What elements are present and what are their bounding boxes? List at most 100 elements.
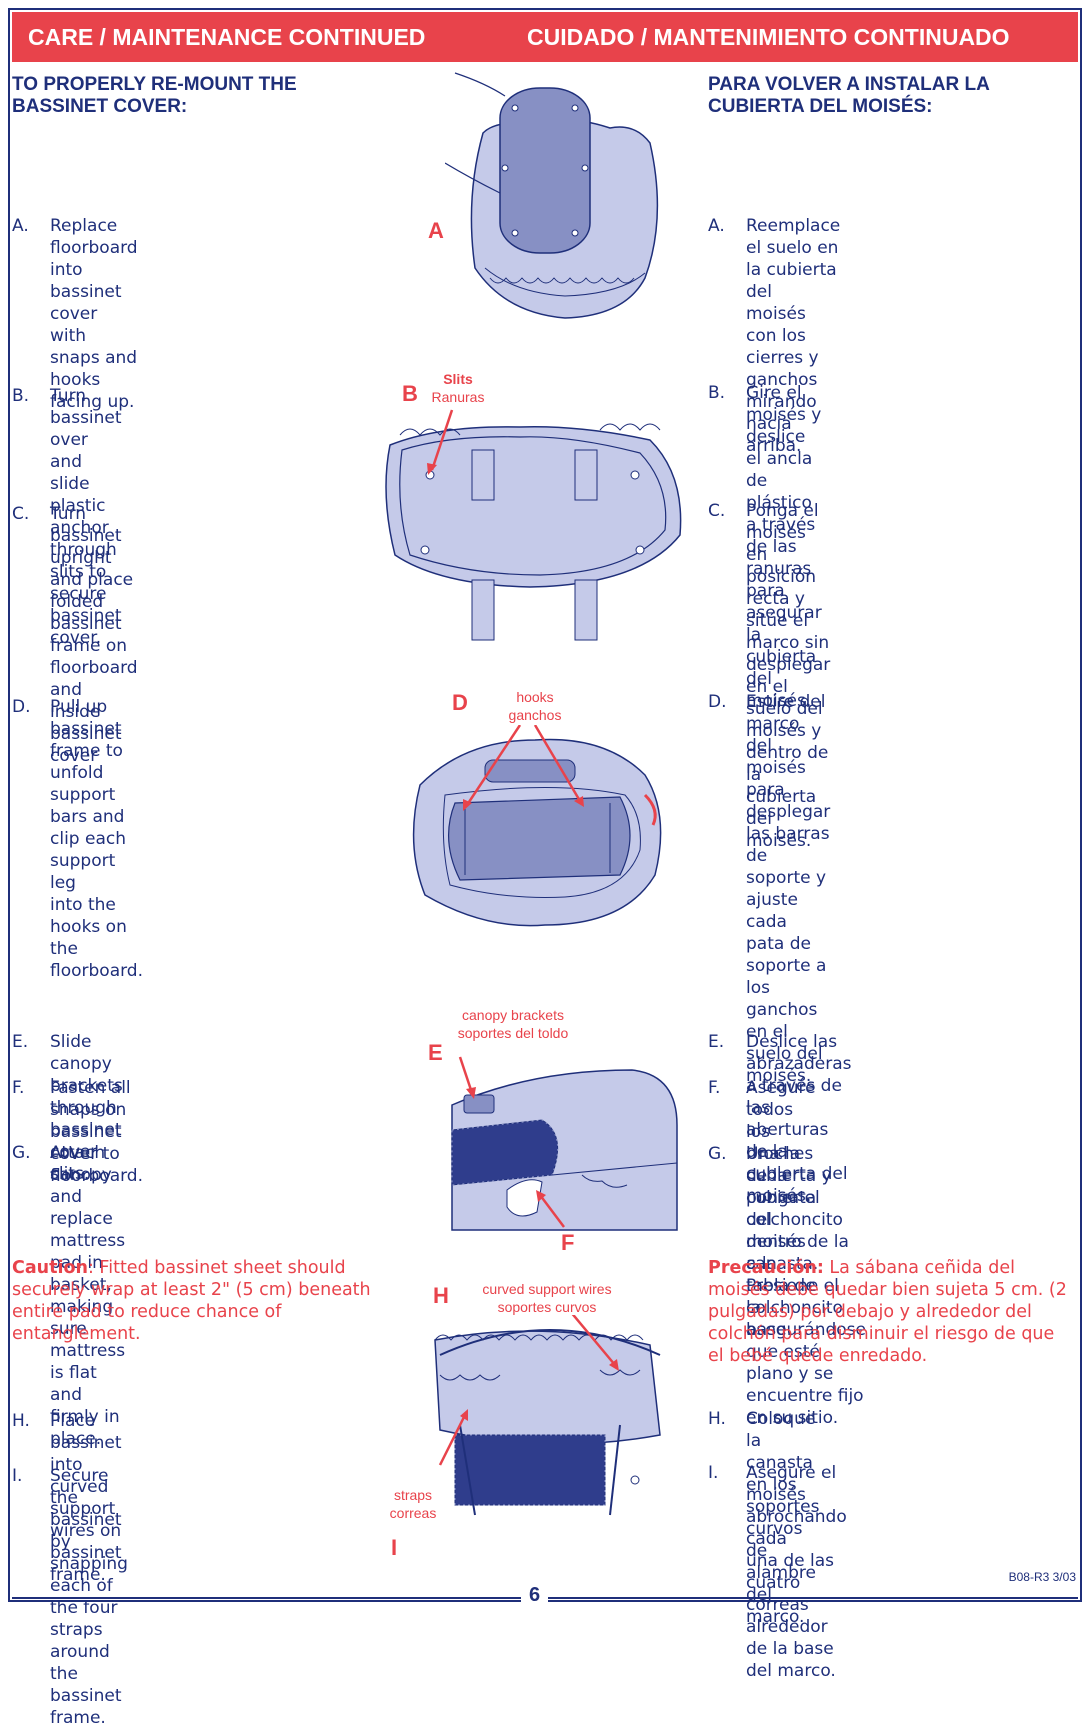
step-line: Fasten all snaps on bassinet cover to bbox=[50, 1078, 131, 1164]
step-line: mirando hacia arriba. bbox=[746, 392, 817, 456]
caution-line: La sábana ceñida del bbox=[823, 1258, 1015, 1278]
step-line: de la base del marco. bbox=[746, 1639, 836, 1681]
figure-d-letter: D bbox=[452, 690, 468, 715]
caution-label: Precaución: bbox=[708, 1258, 824, 1278]
step-line: Turn bassinet over and slide plastic bbox=[50, 386, 122, 516]
figure-b-callout: Slits Ranuras bbox=[428, 370, 488, 406]
caution-line: colchón para disminuir el riesgo de que bbox=[708, 1324, 1055, 1344]
figure-a-floorboard-illustration bbox=[445, 72, 659, 319]
step-line: aberturas de la cubierta del moisés. bbox=[746, 1120, 848, 1206]
step-letter: F. bbox=[12, 1078, 25, 1098]
step-letter: I. bbox=[708, 1463, 719, 1483]
step-letter: G. bbox=[708, 1144, 727, 1164]
straps-label: straps bbox=[393, 1487, 433, 1503]
step-line: colchoncito asegurándose que esté bbox=[746, 1298, 866, 1362]
figure-ef-canopy-illustration bbox=[451, 1056, 678, 1231]
step-line: support bars and clip each support leg bbox=[50, 785, 126, 893]
section-header-banner: CARE / MAINTENANCE CONTINUED CUIDADO / M… bbox=[12, 12, 1078, 62]
step-letter: B. bbox=[12, 386, 30, 406]
step-line: floorboard. bbox=[50, 1166, 143, 1186]
step-letter: H. bbox=[12, 1411, 30, 1431]
step-letter: G. bbox=[12, 1143, 31, 1163]
step-letter: A. bbox=[12, 216, 29, 236]
step-letter: A. bbox=[708, 216, 725, 236]
step-line: Secure the bassinet by bbox=[50, 1466, 122, 1552]
step-letter: H. bbox=[708, 1409, 726, 1429]
ranuras-label: Ranuras bbox=[431, 389, 485, 405]
right-caution: Precaución: La sábana ceñida del moisés … bbox=[708, 1257, 1067, 1367]
step-line: pad in basket, making sure mattress bbox=[50, 1253, 126, 1361]
figure-d-bassinet-frame-illustration bbox=[412, 725, 662, 927]
caution-line: securely wrap at least 2" (5 cm) beneath bbox=[12, 1280, 371, 1300]
figure-h-letter: H bbox=[433, 1283, 449, 1308]
ganchos-label: ganchos bbox=[508, 707, 562, 723]
step-letter: E. bbox=[708, 1032, 725, 1052]
step-line: Replace floorboard into bassinet cover bbox=[50, 216, 138, 324]
step-line: Estire del marco del moisés para bbox=[746, 692, 826, 800]
step-line: Place bassinet into curved bbox=[50, 1411, 122, 1497]
caution-line: moisés debe quedar bien sujeta 5 cm. (2 bbox=[708, 1280, 1067, 1300]
step-letter: D. bbox=[12, 697, 31, 717]
step-line: Turn bassinet upright and place bbox=[50, 504, 134, 590]
curved-support-wires-label: curved support wires bbox=[482, 1281, 612, 1297]
step-line: cubierta del moisés. bbox=[746, 787, 817, 851]
step-line: desplegar las barras de soporte y bbox=[746, 802, 831, 888]
correas-label: correas bbox=[389, 1505, 437, 1521]
step-line: support wires on bassinet frame. bbox=[50, 1499, 122, 1585]
step-letter: D. bbox=[708, 692, 727, 712]
figure-d-callout: hooks ganchos bbox=[500, 688, 570, 724]
figure-a-letter: A bbox=[428, 218, 444, 243]
step-line: and inside bassinet cover bbox=[50, 680, 122, 766]
step-letter: I. bbox=[12, 1466, 23, 1486]
caution-line: pulgadas) por debajo y alrededor del bbox=[708, 1302, 1032, 1322]
figure-i-callout: straps correas bbox=[386, 1486, 440, 1522]
step-line: Deslice las abrazaderas a través de las bbox=[746, 1032, 852, 1118]
step-letter: B. bbox=[708, 383, 726, 403]
step-line: with snaps and hooks facing up. bbox=[50, 326, 138, 412]
step-line: cubierta del moisés a la tabla de la bbox=[746, 1188, 817, 1318]
step-line: asegurar la cubierta del moisés. bbox=[746, 603, 822, 711]
step-line: Una la cubierta y ponga el colchoncito bbox=[746, 1144, 843, 1230]
caution-line: el bebé quede enredado. bbox=[708, 1346, 928, 1366]
figure-hi-bassinet-frame-illustration bbox=[434, 1315, 661, 1516]
left-heading: TO PROPERLY RE-MOUNT THE BASSINET COVER: bbox=[12, 74, 297, 118]
step-letter: F. bbox=[708, 1078, 721, 1098]
right-heading-line-1: PARA VOLVER A INSTALAR LA bbox=[708, 74, 990, 95]
figure-b-bassinet-underside-illustration bbox=[385, 409, 682, 641]
hooks-label: hooks bbox=[516, 689, 554, 705]
step-letter: E. bbox=[12, 1032, 29, 1052]
caution-label: Caution bbox=[12, 1258, 88, 1278]
figure-f-letter: F bbox=[561, 1230, 575, 1255]
step-line: suelo del moisés y dentro de la bbox=[746, 699, 829, 785]
step-line: Slide canopy brackets through bassinet bbox=[50, 1032, 123, 1140]
header-title-spanish: CUIDADO / MANTENIMIENTO CONTINUADO bbox=[527, 24, 1010, 50]
left-caution: Caution: Fitted bassinet sheet should se… bbox=[12, 1257, 371, 1345]
figure-e-letter: E bbox=[428, 1040, 443, 1065]
step-line: Gire el moisés y deslice el ancla de bbox=[746, 383, 822, 491]
step-line: dentro de la canasta. Presione el bbox=[746, 1232, 849, 1296]
step-line: moisés con los cierres y ganchos bbox=[746, 304, 819, 390]
canopy-brackets-label: canopy brackets bbox=[462, 1007, 564, 1023]
page-number: 6 bbox=[521, 1584, 549, 1607]
step-line: cover. bbox=[50, 628, 102, 648]
figure-b-letter: B bbox=[402, 381, 418, 406]
step-line: around the bassinet frame. bbox=[50, 1642, 122, 1728]
step-line: Asegure el moisés abrochando cada bbox=[746, 1463, 847, 1549]
step-line: sitúe el marco sin desplegar en el bbox=[746, 611, 831, 697]
right-heading-line-2: CUBIERTA DEL MOISÉS: bbox=[708, 96, 933, 117]
document-code: B08-R3 3/03 bbox=[1008, 1570, 1076, 1584]
left-heading-line-2: BASSINET COVER: bbox=[12, 96, 188, 117]
step-line: ajuste cada pata de soporte a los bbox=[746, 890, 827, 998]
header-title-english: CARE / MAINTENANCE CONTINUED bbox=[28, 24, 426, 50]
step-line: cover slits. bbox=[50, 1142, 98, 1184]
step-line: is flat and firmly in place. bbox=[50, 1363, 120, 1449]
step-line: anchor through slits to secure bassinet bbox=[50, 518, 122, 626]
step-line: plano y se encuentre fijo en su sitio. bbox=[746, 1364, 864, 1428]
step-line: base. bbox=[746, 1320, 792, 1340]
soportes-curvos-label: soportes curvos bbox=[497, 1299, 597, 1315]
caution-line: : Fitted bassinet sheet should bbox=[87, 1258, 346, 1278]
step-line: Ponga el moisés en posición recta y bbox=[746, 501, 819, 609]
caution-line: entanglement. bbox=[12, 1324, 141, 1344]
step-line: Coloque la canasta en los soportes bbox=[746, 1409, 820, 1517]
left-heading-line-1: TO PROPERLY RE-MOUNT THE bbox=[12, 74, 297, 95]
